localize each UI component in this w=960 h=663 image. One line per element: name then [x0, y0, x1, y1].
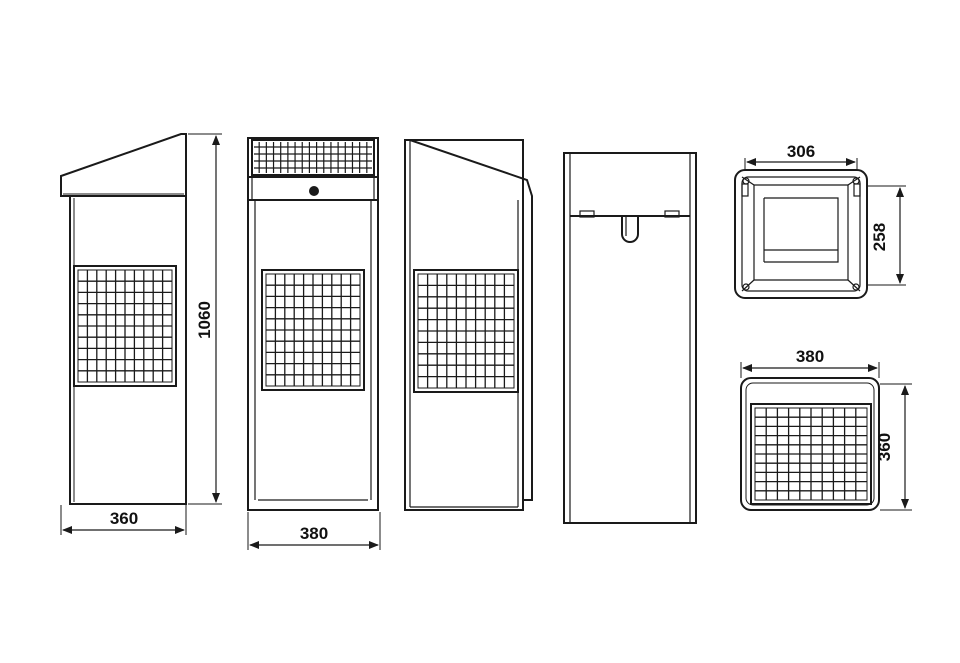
top-vent [251, 139, 375, 176]
vent-grille [261, 269, 365, 391]
side-view-left: 360 1060 [60, 133, 222, 535]
rear-view [563, 152, 697, 524]
bottom-view: 380 360 [740, 347, 912, 511]
front-view: 380 [247, 137, 381, 550]
dim-height: 1060 [195, 301, 214, 339]
lock-icon [309, 186, 319, 196]
grille-mesh [266, 274, 360, 386]
dim-side-width: 380 [300, 524, 328, 543]
dim-bottom-depth: 360 [875, 433, 894, 461]
dim-front-width: 360 [110, 509, 138, 528]
vent-grille [750, 403, 872, 505]
latch-icon [621, 216, 639, 243]
dim-top-width: 306 [787, 142, 815, 161]
vent-fins [254, 142, 372, 173]
side-view-right [404, 139, 533, 511]
grille-mesh [418, 274, 514, 388]
dim-top-depth: 258 [870, 223, 889, 251]
vent-grille [413, 269, 519, 393]
top-view: 306 258 [734, 142, 906, 299]
grille-mesh [755, 408, 867, 500]
dim-bottom-width: 380 [796, 347, 824, 366]
grille-mesh [78, 270, 172, 382]
vent-grille [73, 265, 177, 387]
